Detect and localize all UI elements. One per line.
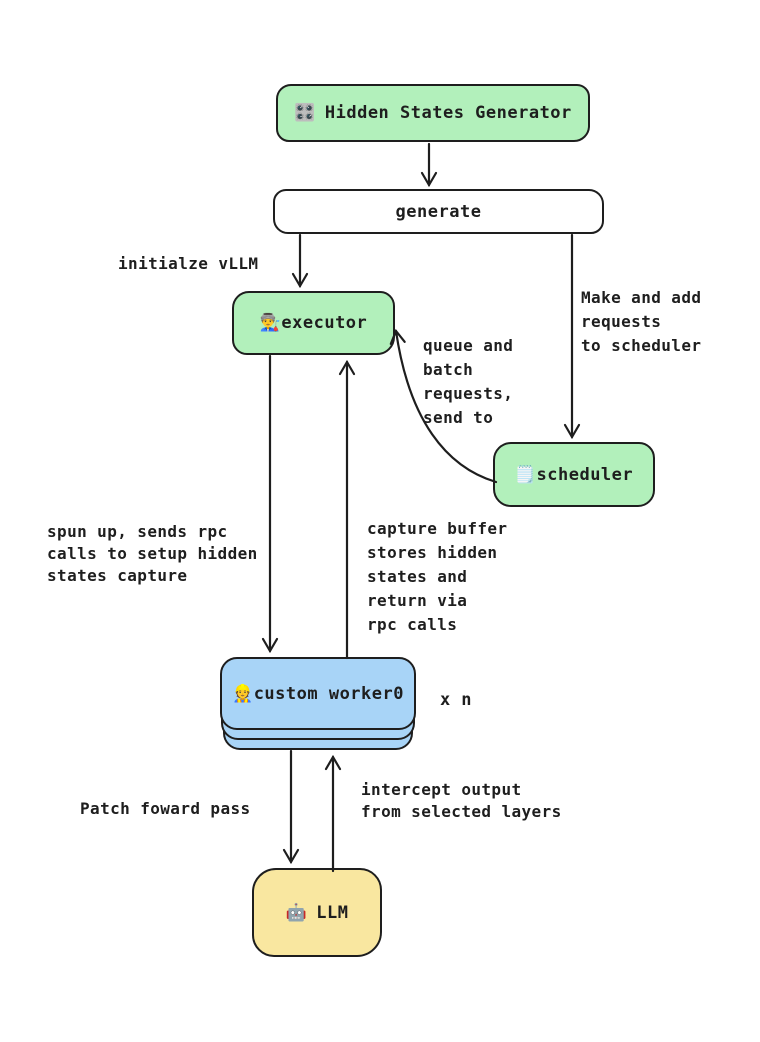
node-hidden-states-generator: 🎛️ Hidden States Generator <box>276 84 590 142</box>
node-custom-worker: 👷 custom worker0 <box>220 657 416 730</box>
label-worker-multiplier: x n <box>440 690 472 710</box>
label-make-and-add-requests: Make and add requests to scheduler <box>581 288 702 355</box>
node-executor: 👨‍🏭 executor <box>232 291 395 355</box>
label-queue-and-batch: queue and batch requests, send to <box>423 336 514 427</box>
node-scheduler: 🗒️ scheduler <box>493 442 655 507</box>
label-initialize-vllm: initialze vLLM <box>118 254 259 273</box>
node-llm: 🤖 LLM <box>252 868 382 957</box>
control-knobs-icon: 🎛️ <box>294 103 316 123</box>
robot-icon: 🤖 <box>285 902 308 923</box>
node-hidden-states-generator-label: Hidden States Generator <box>324 103 572 123</box>
spiral-notepad-icon: 🗒️ <box>514 464 537 485</box>
construction-worker-icon: 👷 <box>232 683 254 704</box>
node-generate: generate <box>273 189 604 234</box>
node-scheduler-label: scheduler <box>536 464 634 485</box>
label-patch-forward-pass: Patch foward pass <box>80 799 251 818</box>
node-generate-label: generate <box>395 201 482 222</box>
label-spun-up-rpc: spun up, sends rpc calls to setup hidden… <box>47 522 258 586</box>
node-custom-worker-label: custom worker0 <box>253 683 404 704</box>
factory-worker-icon: 👨‍🏭 <box>259 313 282 333</box>
node-llm-label: LLM <box>316 902 349 923</box>
label-intercept-output: intercept output from selected layers <box>361 780 562 822</box>
node-executor-label: executor <box>281 313 368 333</box>
label-capture-buffer: capture buffer stores hidden states and … <box>367 519 508 634</box>
